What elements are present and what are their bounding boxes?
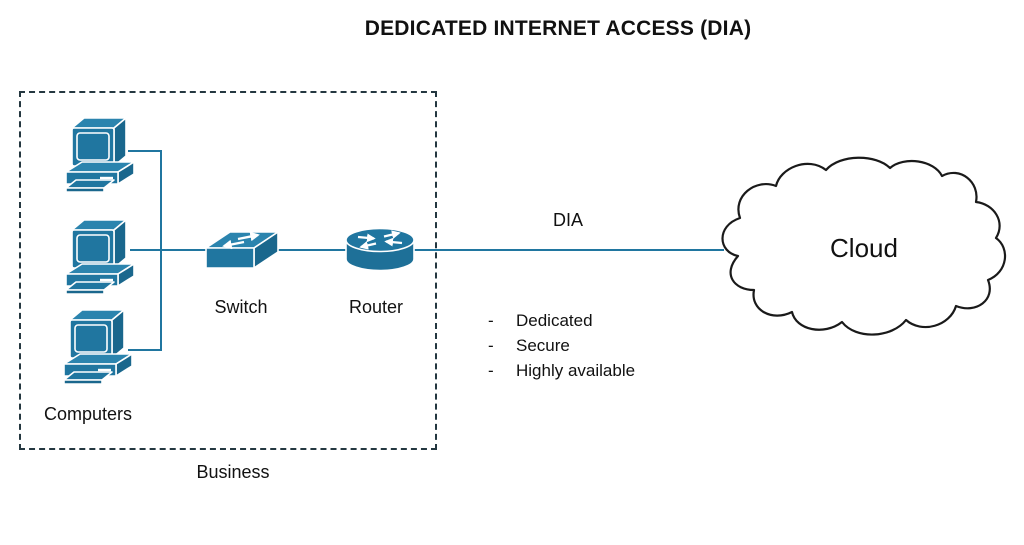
business-boundary	[19, 91, 437, 450]
connector-computer2-switch	[130, 249, 208, 251]
business-label: Business	[196, 462, 270, 482]
connector-computer3-bus	[128, 349, 162, 351]
connector-dia-line	[414, 249, 724, 251]
page-title: DEDICATED INTERNET ACCESS (DIA)	[364, 17, 752, 40]
bullet-dash: -	[488, 336, 494, 355]
dia-link-label: DIA	[552, 210, 584, 230]
feature-text: Secure	[516, 336, 570, 355]
switch-label: Switch	[214, 297, 268, 317]
router-label: Router	[348, 297, 404, 317]
cloud-label: Cloud	[830, 233, 898, 263]
computer-icon-1	[64, 114, 144, 192]
bullet-dash: -	[488, 361, 494, 380]
feature-text: Highly available	[516, 361, 636, 380]
computers-label: Computers	[44, 404, 133, 424]
computer-icon-3	[62, 306, 142, 384]
feature-item: - Secure	[488, 333, 635, 358]
feature-text: Dedicated	[516, 311, 593, 330]
feature-item: - Dedicated	[488, 308, 635, 333]
bullet-dash: -	[488, 311, 494, 330]
connector-switch-router	[277, 249, 346, 251]
network-switch-icon	[204, 226, 280, 274]
computer-icon-2	[64, 216, 144, 294]
connector-computer1-bus	[128, 150, 162, 152]
dia-feature-list: - Dedicated - Secure - Highly available	[488, 308, 635, 383]
feature-item: - Highly available	[488, 358, 635, 383]
router-icon	[344, 226, 416, 274]
cloud-shape	[714, 154, 1014, 342]
